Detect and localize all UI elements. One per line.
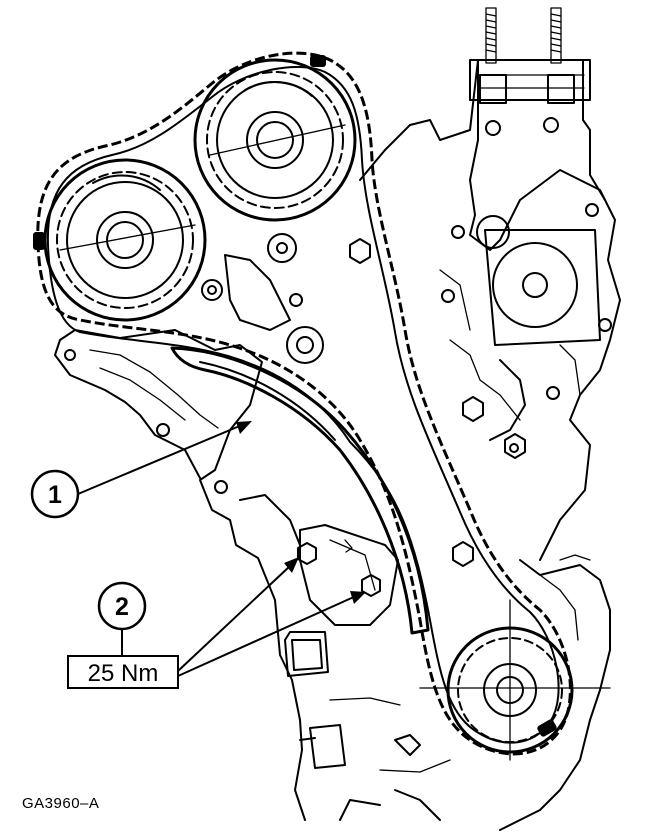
leader-lines <box>77 421 366 677</box>
torque-spec-label: 25 Nm <box>88 660 159 687</box>
engine-block <box>54 7 621 831</box>
callout-2: 2 <box>97 581 147 656</box>
timing-chain <box>33 51 572 756</box>
callout-2-number: 2 <box>115 593 129 621</box>
crankshaft-sprocket <box>419 599 611 761</box>
chain-tensioner <box>297 524 399 626</box>
callout-1: 1 <box>30 469 80 519</box>
timing-mark-link <box>537 719 557 737</box>
timing-mark-link <box>310 55 326 67</box>
figure-id: GA3960–A <box>22 795 99 812</box>
chain-guide <box>170 346 430 635</box>
tensioner-bolt-lower <box>361 574 381 597</box>
idler-sprocket <box>201 233 371 364</box>
timing-mark-link <box>33 232 45 250</box>
camshaft-sprocket-right <box>193 58 357 222</box>
torque-spec-box: 25 Nm <box>67 655 179 689</box>
camshaft-sprocket-left <box>43 158 207 322</box>
callout-1-number: 1 <box>48 481 62 509</box>
